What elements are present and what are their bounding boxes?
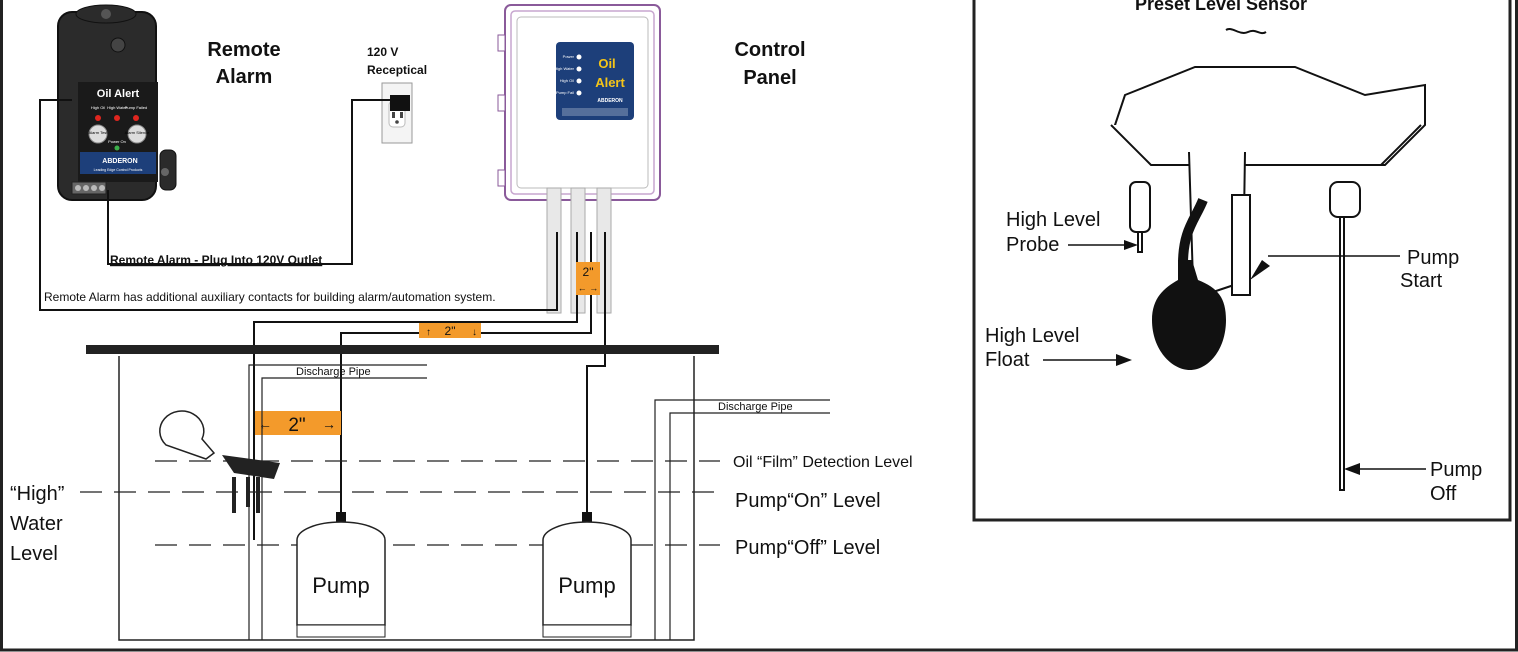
sump-level-sensor (159, 410, 280, 513)
discharge-pipes (248, 364, 830, 640)
high-water-label-line1: “High” (10, 483, 64, 505)
control-panel-label-line2: Panel (743, 67, 796, 89)
panel-logo-oil: Oil (598, 56, 615, 71)
pump-right: Pump (542, 512, 632, 638)
receptacle-label-line2: Receptical (367, 63, 427, 77)
pump-off-label-1: Pump (1430, 459, 1482, 481)
receptacle-label-line1: 120 V (367, 45, 398, 59)
pump-start-label-2: Start (1400, 270, 1443, 292)
sensor-title: Preset Level Sensor (1135, 0, 1307, 14)
panel-row2: High Water (554, 66, 575, 71)
panel-logo-alert: Alert (595, 75, 625, 90)
remote-alarm-label-line2: Alarm (216, 66, 273, 88)
plug-note: Remote Alarm - Plug Into 120V Outlet (110, 253, 322, 267)
gap-marker-small: 2" ← → (576, 262, 600, 295)
remote-alarm-device: Oil Alert High Oil High Water Pump Faile… (57, 4, 177, 201)
pump-off-label-2: Off (1430, 483, 1457, 505)
high-level-float-label-2: Float (985, 349, 1030, 371)
panel-row3: High Oil (560, 78, 574, 83)
level-lines (80, 460, 720, 546)
svg-text:2": 2" (583, 265, 594, 279)
high-water-label-line3: Level (10, 543, 58, 565)
sensor-float (1152, 198, 1226, 370)
alarm-silence-button-label: Alarm Silence (125, 130, 150, 135)
discharge-pipe-label-left: Discharge Pipe (296, 366, 371, 378)
pump-start-label-1: Pump (1407, 247, 1459, 269)
svg-text:2": 2" (288, 415, 305, 436)
pump-off-level-label: Pump“Off” Level (735, 537, 880, 559)
alarm-led-label-2: High Water (107, 105, 128, 110)
pump-left: Pump (296, 512, 386, 638)
floor-slab (86, 345, 719, 354)
control-panel-enclosure: Power High Water High Oil Pump Fail Oil … (497, 4, 661, 314)
pump-on-level-label: Pump“On” Level (735, 490, 881, 512)
alarm-brand: ABDERON (102, 158, 137, 165)
high-level-probe-label-2: Probe (1006, 234, 1059, 256)
svg-text:↓: ↓ (472, 327, 477, 338)
high-level-probe-label-1: High Level (1006, 209, 1101, 231)
alarm-device-title: Oil Alert (97, 88, 140, 100)
alarm-power-label: Power On (108, 139, 126, 144)
svg-text:←: ← (258, 416, 272, 432)
pump-left-label: Pump (312, 573, 369, 598)
panel-row1: Power (563, 54, 575, 59)
gap-marker-big: ← 2" → (255, 411, 341, 436)
control-panel-label-line1: Control (734, 39, 805, 61)
pump-right-label: Pump (558, 573, 615, 598)
svg-text:→: → (322, 416, 336, 432)
aux-contacts-note: Remote Alarm has additional auxiliary co… (44, 290, 496, 304)
remote-alarm-label-line1: Remote (207, 39, 280, 61)
high-water-label-line2: Water (10, 513, 63, 535)
sensor-body (1110, 28, 1426, 491)
svg-text:↑: ↑ (426, 327, 431, 338)
discharge-pipe-label-right: Discharge Pipe (718, 401, 793, 413)
oil-film-level-label: Oil “Film” Detection Level (733, 454, 913, 471)
alarm-test-button-label: Alarm Test (89, 130, 109, 135)
panel-row4: Pump Fail (556, 90, 574, 95)
high-level-float-label-1: High Level (985, 325, 1080, 347)
svg-text:← →: ← → (578, 283, 599, 293)
sump-pit (118, 356, 695, 641)
panel-brand: ABDERON (597, 98, 623, 104)
alarm-brand-sub: Leading Edge Control Products (94, 168, 143, 172)
gap-marker-mid: ↑ 2" ↓ (419, 323, 481, 338)
svg-text:2": 2" (445, 324, 456, 338)
wall-receptacle (381, 82, 413, 144)
alarm-led-label-3: Pump Failed (125, 105, 147, 110)
alarm-led-label-1: High Oil (91, 105, 105, 110)
